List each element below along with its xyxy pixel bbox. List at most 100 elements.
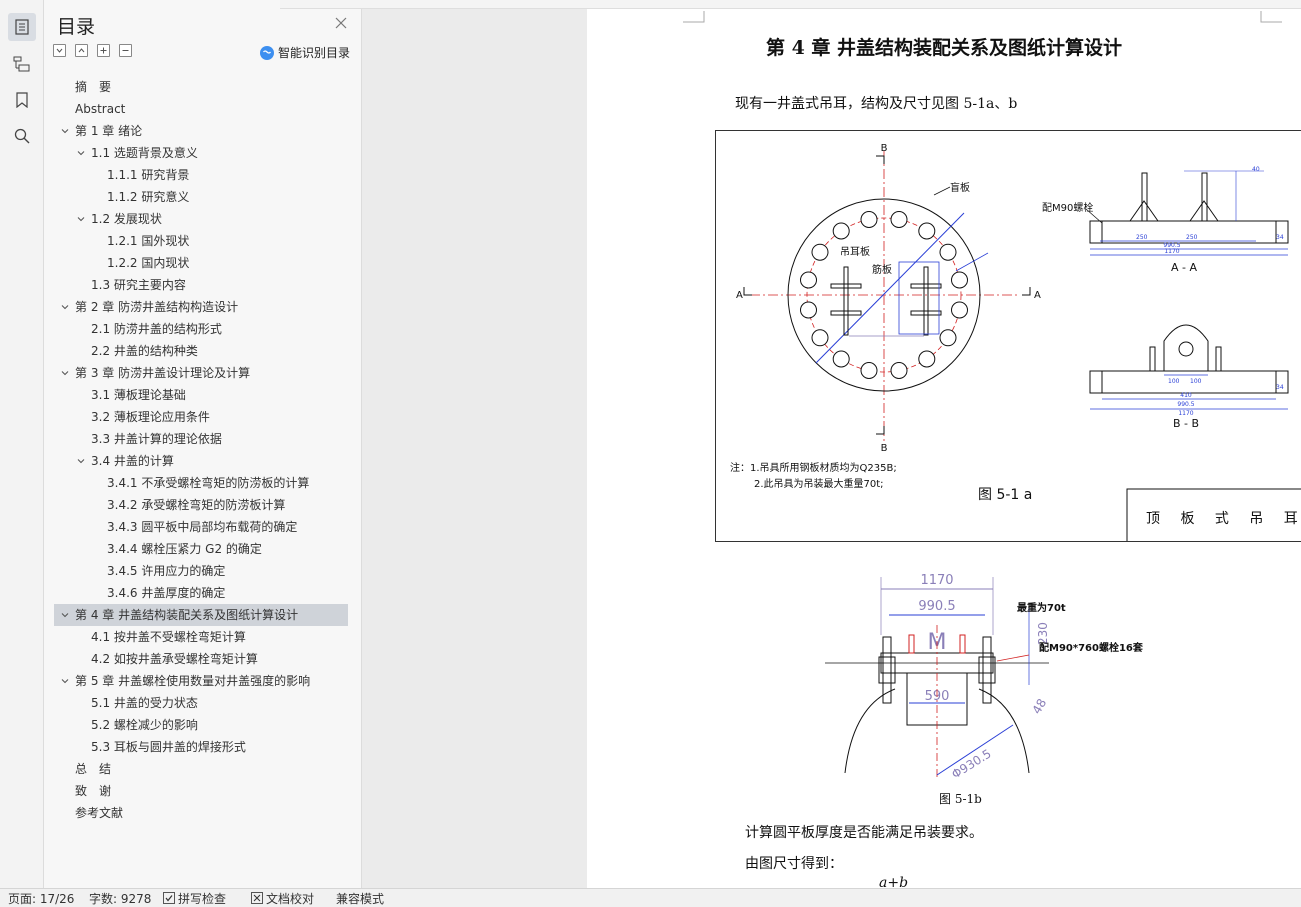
bolt-hole (811, 329, 829, 347)
smart-toc-button[interactable]: 智能识别目录 (260, 44, 350, 61)
label-blind-plate: 盲板 (950, 181, 970, 194)
plus-icon (100, 47, 107, 54)
toc-item-label: 4.2 如按井盖承受螺栓弯矩计算 (91, 652, 258, 666)
toc-item[interactable]: 1.2 发展现状 (54, 208, 348, 230)
paragraph-calc: 计算圆平板厚度是否能满足吊装要求。 (745, 825, 983, 841)
toc-item-label: 第 3 章 防涝井盖设计理论及计算 (75, 366, 251, 380)
section-marker-b-bottom: B (881, 443, 888, 454)
toc-item[interactable]: Abstract (54, 98, 348, 120)
chevron-down-icon[interactable] (77, 215, 85, 223)
expand-button[interactable] (97, 44, 110, 57)
toc-item[interactable]: 2.2 井盖的结构种类 (54, 340, 348, 362)
toc-item[interactable]: 3.2 薄板理论应用条件 (54, 406, 348, 428)
dim-b-230: 230 (1036, 622, 1050, 645)
toc-item[interactable]: 第 1 章 绪论 (54, 120, 348, 142)
top-ruler (280, 0, 1301, 9)
close-icon[interactable] (334, 16, 348, 30)
chevron-up-icon (78, 48, 85, 53)
section-marker-b-top: B (881, 143, 888, 154)
chevron-down-icon[interactable] (77, 457, 85, 465)
toc-item-label: Abstract (75, 102, 126, 116)
section-marker-a-right: A (1034, 290, 1041, 301)
page-indicator[interactable]: 页面: 17/26 (8, 892, 75, 906)
toc-item[interactable]: 第 4 章 井盖结构装配关系及图纸计算设计 (54, 604, 348, 626)
toc-item-label: 5.2 螺栓减少的影响 (91, 718, 198, 732)
icon-rail (0, 0, 44, 888)
chevron-down-icon[interactable] (77, 149, 85, 157)
toc-panel-button[interactable] (8, 13, 36, 41)
bookmark-icon (16, 92, 28, 108)
bookmark-button[interactable] (8, 86, 36, 114)
toc-item[interactable]: 1.1 选题背景及意义 (54, 142, 348, 164)
chevron-down-icon[interactable] (61, 677, 69, 685)
spell-check-toggle[interactable]: 拼写检查 (163, 890, 226, 907)
collapse-button[interactable] (119, 44, 132, 57)
search-button[interactable] (8, 122, 36, 150)
toc-item[interactable]: 5.3 耳板与圆井盖的焊接形式 (54, 736, 348, 758)
bolt-hole (890, 362, 908, 379)
chevron-down-icon[interactable] (61, 369, 69, 377)
toc-item[interactable]: 3.4.2 承受螺栓弯矩的防涝板计算 (54, 494, 348, 516)
toc-item-label: 3.4.3 圆平板中局部均布载荷的确定 (107, 520, 298, 534)
minus-icon (122, 50, 129, 51)
search-icon (14, 128, 30, 144)
compat-mode: 兼容模式 (336, 892, 385, 906)
toc-item[interactable]: 1.2.1 国外现状 (54, 230, 348, 252)
toc-item[interactable]: 致 谢 (54, 780, 348, 802)
bolt-hole (918, 222, 936, 240)
toc-item[interactable]: 2.1 防涝井盖的结构形式 (54, 318, 348, 340)
toc-item-label: 3.4.6 井盖厚度的确定 (107, 586, 226, 600)
toc-item[interactable]: 摘 要 (54, 76, 348, 98)
toc-item[interactable]: 第 2 章 防涝井盖结构构造设计 (54, 296, 348, 318)
toc-item[interactable]: 3.4.4 螺栓压紧力 G2 的确定 (54, 538, 348, 560)
toc-item[interactable]: 3.1 薄板理论基础 (54, 384, 348, 406)
dim-b-990: 990.5 (918, 599, 955, 614)
toc-item[interactable]: 3.4.3 圆平板中局部均布载荷的确定 (54, 516, 348, 538)
bolt-hole (832, 350, 850, 368)
toc-item[interactable]: 1.3 研究主要内容 (54, 274, 348, 296)
toc-item-label: 4.1 按井盖不受螺栓弯矩计算 (91, 630, 246, 644)
word-count[interactable]: 字数: 9278 (89, 892, 152, 906)
proofread-toggle[interactable]: 文档校对 (251, 890, 314, 907)
toc-item[interactable]: 第 3 章 防涝井盖设计理论及计算 (54, 362, 348, 384)
toc-item-label: 1.1.2 研究意义 (107, 190, 190, 204)
bolt-hole (918, 350, 936, 368)
toc-item[interactable]: 总 结 (54, 758, 348, 780)
toc-item[interactable]: 1.1.1 研究背景 (54, 164, 348, 186)
toc-item[interactable]: 第 5 章 井盖螺栓使用数量对井盖强度的影响 (54, 670, 348, 692)
chevron-down-icon[interactable] (61, 127, 69, 135)
toc-item[interactable]: 3.4.1 不承受螺栓弯矩的防涝板的计算 (54, 472, 348, 494)
chevron-down-icon[interactable] (61, 611, 69, 619)
bolt-hole (800, 271, 817, 289)
bolt-hole (832, 222, 850, 240)
toc-item[interactable]: 4.2 如按井盖承受螺栓弯矩计算 (54, 648, 348, 670)
toc-item[interactable]: 3.3 井盖计算的理论依据 (54, 428, 348, 450)
toc-item-label: 第 5 章 井盖螺栓使用数量对井盖强度的影响 (75, 674, 311, 688)
collapse-up-button[interactable] (75, 44, 88, 57)
title-block-text: 顶 板 式 吊 耳 (1146, 511, 1301, 527)
toc-item[interactable]: 3.4 井盖的计算 (54, 450, 348, 472)
dim-bb-410: 410 (1180, 392, 1192, 399)
toc-item[interactable]: 参考文献 (54, 802, 348, 824)
smart-toc-label: 智能识别目录 (278, 46, 351, 60)
toc-item-label: 3.4.4 螺栓压紧力 G2 的确定 (107, 542, 262, 556)
collapse-down-button[interactable] (53, 44, 66, 57)
toc-item[interactable]: 3.4.6 井盖厚度的确定 (54, 582, 348, 604)
spell-check-label: 拼写检查 (178, 892, 227, 906)
status-bar: 页面: 17/26 字数: 9278 拼写检查 文档校对 兼容模式 (0, 888, 1301, 907)
toc-item[interactable]: 5.2 螺栓减少的影响 (54, 714, 348, 736)
toc-item[interactable]: 1.1.2 研究意义 (54, 186, 348, 208)
toc-item[interactable]: 5.1 井盖的受力状态 (54, 692, 348, 714)
toc-item[interactable]: 3.4.5 许用应力的确定 (54, 560, 348, 582)
label-max-weight: 最重为70t (1017, 601, 1066, 614)
dim-bb-100-left: 100 (1168, 378, 1180, 385)
toc-item-label: 1.2.1 国外现状 (107, 234, 190, 248)
navigation-button[interactable] (8, 50, 36, 78)
bolt-hole (800, 301, 817, 319)
label-ear-plate: 吊耳板 (840, 245, 870, 258)
toc-item[interactable]: 1.2.2 国内现状 (54, 252, 348, 274)
chevron-down-icon[interactable] (61, 303, 69, 311)
toc-item[interactable]: 4.1 按井盖不受螺栓弯矩计算 (54, 626, 348, 648)
